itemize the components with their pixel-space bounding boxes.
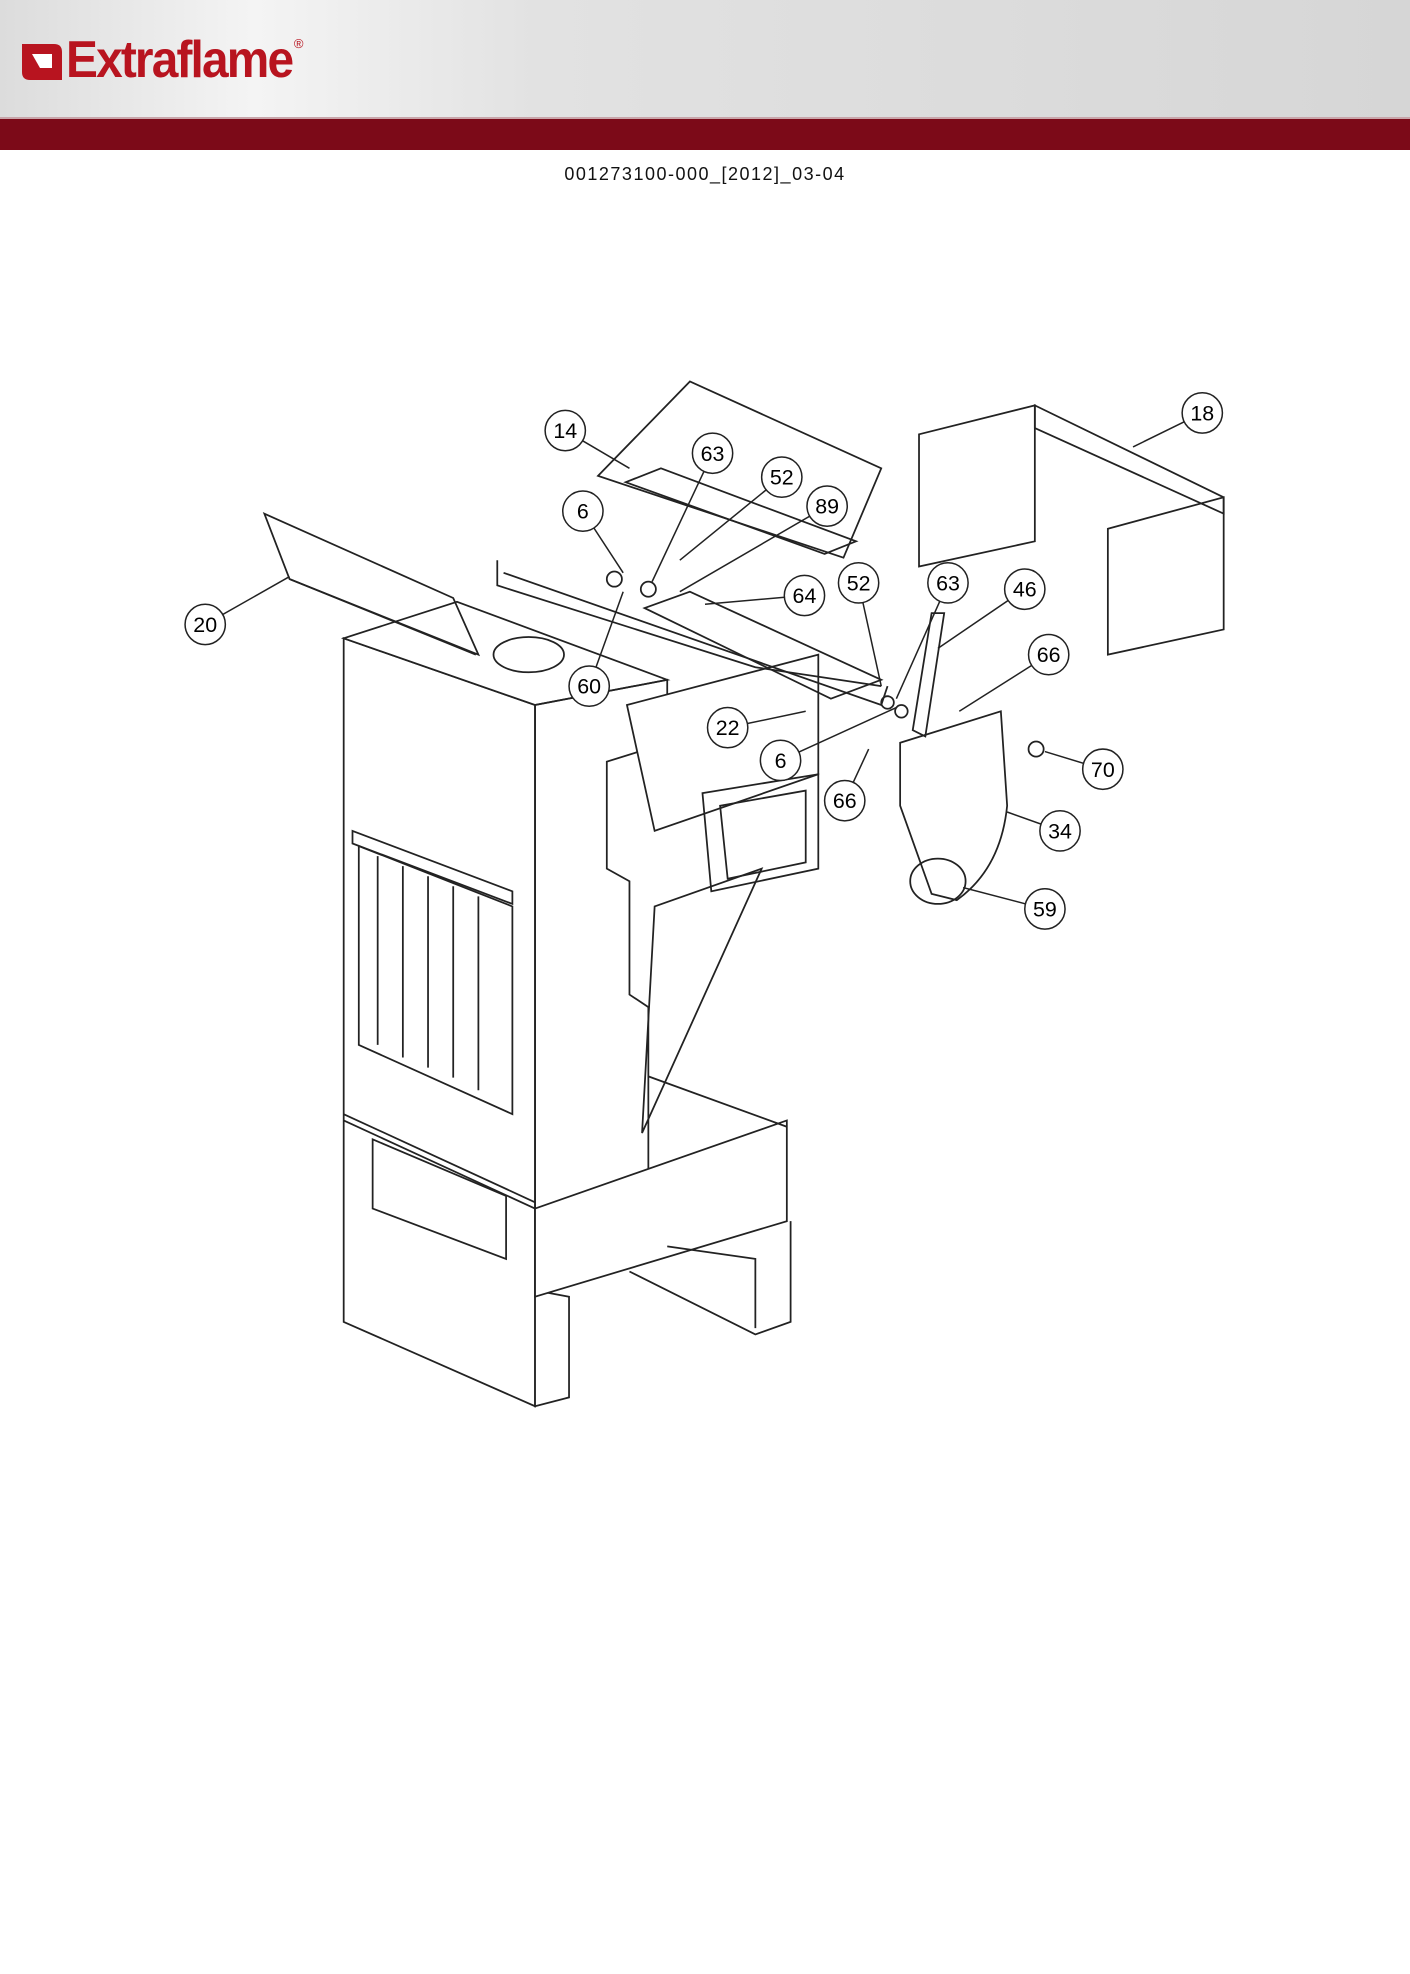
header-band	[0, 0, 1410, 117]
callout-label: 89	[815, 495, 839, 519]
callout-60: 60	[568, 591, 624, 708]
machine-drawing	[262, 380, 1225, 1408]
callout-circle	[568, 665, 611, 708]
callout-circle	[927, 561, 969, 604]
callout-label: 66	[833, 789, 857, 813]
callout-circle	[706, 706, 749, 749]
callout-label: 63	[701, 442, 725, 466]
callout-circle	[837, 561, 880, 604]
callout-circle	[1081, 748, 1124, 791]
extraflame-logo: Extraflame ®	[20, 30, 304, 90]
leader-line	[679, 476, 783, 561]
callout-circle	[760, 456, 803, 499]
callout-52: 52	[679, 456, 803, 561]
leader-line	[679, 505, 828, 593]
callout-circle	[806, 485, 849, 527]
callout-circle	[561, 490, 604, 533]
callout-63: 63	[895, 561, 969, 700]
callout-circle	[783, 574, 826, 617]
callout-label: 20	[193, 613, 217, 637]
callout-34: 34	[1006, 809, 1081, 852]
callout-70: 70	[1044, 748, 1124, 791]
leader-line	[780, 706, 897, 762]
registered-mark: ®	[293, 36, 304, 51]
callout-59: 59	[962, 886, 1066, 930]
callout-52: 52	[837, 561, 882, 687]
leader-line	[651, 452, 714, 582]
callout-6: 6	[561, 490, 624, 574]
document-code: 001273100-000_[2012]_03-04	[564, 164, 846, 184]
callout-label: 59	[1033, 897, 1057, 921]
callout-6: 6	[759, 706, 897, 782]
callout-14: 14	[544, 409, 630, 469]
callout-label: 63	[936, 571, 960, 595]
header-accent-bar	[0, 117, 1410, 150]
callout-22: 22	[706, 706, 806, 749]
callout-label: 6	[775, 749, 787, 773]
callout-label: 52	[847, 571, 871, 595]
callout-18: 18	[1132, 392, 1224, 448]
callout-circle	[1003, 568, 1046, 611]
callout-64: 64	[704, 574, 826, 617]
callout-label: 46	[1013, 578, 1037, 602]
callout-66: 66	[958, 633, 1070, 712]
callout-circle	[184, 603, 227, 646]
callout-label: 60	[577, 675, 601, 699]
callout-circle	[691, 432, 734, 475]
callout-66: 66	[823, 748, 870, 822]
callout-circle	[1027, 633, 1070, 676]
callout-label: 64	[793, 584, 817, 608]
callout-label: 18	[1190, 401, 1214, 425]
callout-circle	[1024, 888, 1066, 930]
callout-label: 70	[1091, 758, 1115, 782]
callout-circle	[1181, 392, 1224, 434]
callout-63: 63	[651, 432, 734, 582]
callout-label: 52	[770, 466, 794, 490]
callout-label: 22	[716, 716, 740, 740]
callout-20: 20	[184, 575, 290, 646]
callout-46: 46	[937, 568, 1046, 649]
flame-logo-icon	[22, 44, 62, 80]
callout-circle	[759, 739, 802, 782]
callout-label: 66	[1037, 643, 1061, 667]
callout-circle	[544, 409, 587, 452]
callout-circle	[1039, 809, 1081, 852]
callout-label: 34	[1048, 819, 1072, 843]
brand-name: Extraflame	[66, 31, 294, 89]
callout-label: 6	[577, 500, 589, 524]
callout-89: 89	[679, 485, 849, 593]
leader-line	[895, 582, 949, 700]
callout-label: 14	[553, 419, 577, 443]
callout-circle	[823, 779, 866, 822]
